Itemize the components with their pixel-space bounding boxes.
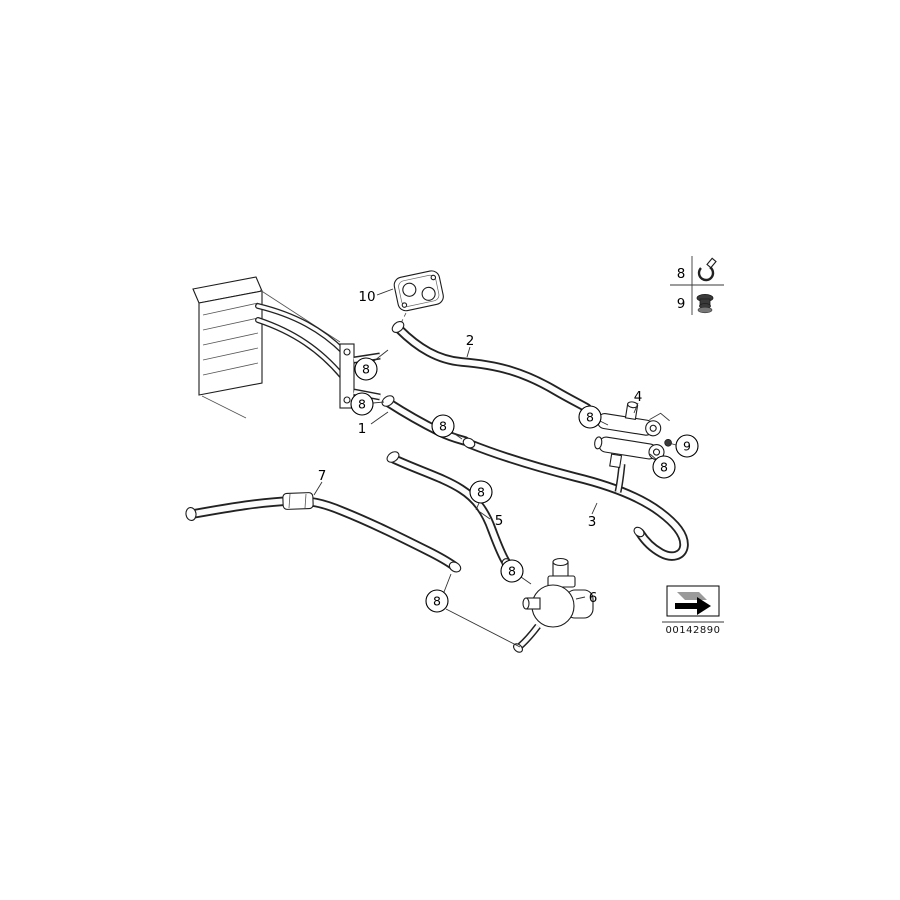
heater-pipes bbox=[255, 303, 347, 379]
svg-text:8: 8 bbox=[477, 485, 485, 500]
legend-number-8: 8 bbox=[677, 266, 686, 282]
callout-8[interactable]: 8 bbox=[578, 405, 602, 429]
image-number: 00142890 bbox=[666, 625, 721, 636]
callout-9[interactable]: 9 bbox=[675, 434, 699, 458]
pipe-bracket bbox=[339, 343, 381, 409]
heater-core-unit bbox=[192, 276, 341, 419]
callout-8[interactable]: 8 bbox=[354, 357, 378, 381]
grommet-part bbox=[664, 438, 672, 447]
circled-callouts: 8 8 8 8 8 8 8 8 bbox=[350, 357, 699, 613]
callout-8[interactable]: 8 bbox=[350, 392, 374, 416]
svg-text:8: 8 bbox=[362, 362, 370, 377]
water-valve-part bbox=[592, 401, 672, 469]
grommet-icon bbox=[696, 293, 714, 314]
svg-text:8: 8 bbox=[433, 594, 441, 609]
legend-number-9: 9 bbox=[677, 296, 686, 312]
label-item-6[interactable]: 6 bbox=[589, 590, 598, 606]
label-item-5[interactable]: 5 bbox=[495, 513, 504, 529]
direction-stamp: 00142890 bbox=[662, 585, 724, 636]
hose-1-part bbox=[381, 395, 470, 446]
flange-plate-part bbox=[393, 270, 444, 312]
flange-alignment-line bbox=[399, 312, 407, 326]
svg-text:8: 8 bbox=[439, 419, 447, 434]
svg-text:8: 8 bbox=[660, 460, 668, 475]
svg-text:9: 9 bbox=[683, 439, 691, 454]
direction-arrow-icon bbox=[675, 597, 711, 615]
svg-text:8: 8 bbox=[586, 410, 594, 425]
label-item-3[interactable]: 3 bbox=[588, 514, 597, 530]
callout-8[interactable]: 8 bbox=[652, 455, 676, 479]
hose-5-part bbox=[386, 451, 513, 570]
hose-clamp-icon bbox=[697, 257, 717, 282]
hose-2-part bbox=[391, 321, 592, 413]
label-item-10[interactable]: 10 bbox=[358, 289, 375, 305]
label-item-7[interactable]: 7 bbox=[318, 468, 327, 484]
callout-8[interactable]: 8 bbox=[425, 589, 449, 613]
svg-text:8: 8 bbox=[508, 564, 516, 579]
label-item-4[interactable]: 4 bbox=[634, 389, 643, 405]
valve-outlet-stub bbox=[614, 463, 626, 493]
callout-8[interactable]: 8 bbox=[431, 414, 455, 438]
label-item-2[interactable]: 2 bbox=[466, 333, 475, 349]
legend: 8 9 bbox=[670, 256, 724, 315]
hose-7-part bbox=[185, 492, 462, 573]
aux-water-pump-part bbox=[513, 557, 594, 653]
label-item-1[interactable]: 1 bbox=[358, 421, 367, 437]
callout-8[interactable]: 8 bbox=[500, 559, 524, 583]
item-labels: 1 2 3 4 5 6 7 10 bbox=[318, 289, 643, 606]
svg-text:8: 8 bbox=[358, 397, 366, 412]
arrow-shadow bbox=[677, 592, 707, 600]
callout-8[interactable]: 8 bbox=[469, 480, 493, 504]
leader-lines bbox=[313, 288, 677, 648]
hose-3-part bbox=[462, 437, 689, 561]
